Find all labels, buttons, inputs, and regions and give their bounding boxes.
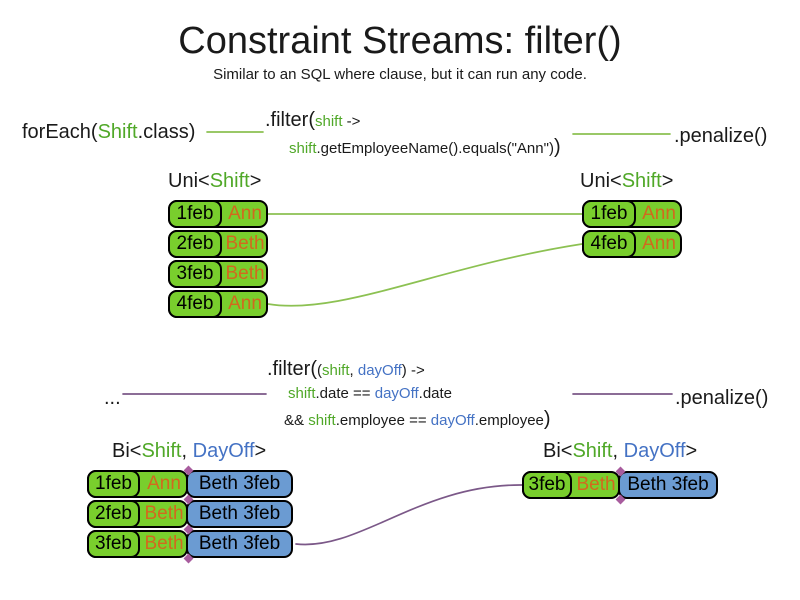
dayoff-cell: Beth 3feb — [186, 500, 293, 528]
bi-left-pre: Bi< — [112, 440, 142, 462]
shift-employee: Ann — [642, 233, 676, 254]
filter2-condition1: shift.date == dayOff.date — [288, 385, 452, 403]
uni-left-post: > — [249, 170, 262, 192]
filter2-comma: , — [349, 362, 358, 379]
page-subtitle: Similar to an SQL where clause, but it c… — [213, 66, 587, 83]
cond2-dayoff: dayOff — [430, 412, 475, 429]
shift-date: 1feb — [582, 200, 636, 228]
shift-date: 2feb — [87, 500, 140, 528]
dayoff-cell: Beth 3feb — [186, 530, 293, 558]
match-line-4feb — [267, 243, 583, 307]
shift-employee: Ann — [147, 473, 181, 494]
uni-left-type: Shift — [209, 170, 250, 192]
filter2-param1: shift — [322, 362, 350, 379]
shift-employee: Beth — [144, 533, 184, 554]
cond1-op: .date == — [315, 385, 375, 402]
shift-row: 2feb Beth — [168, 230, 268, 258]
cond2-close-paren: ) — [543, 408, 551, 430]
bi-left-shift: Shift — [141, 440, 182, 462]
shift-employee: Beth — [225, 263, 265, 284]
foreach-pre: forEach( — [22, 121, 98, 143]
bi-left-dayoff: DayOff — [192, 440, 255, 462]
shift-row: 3feb Beth — [168, 260, 268, 288]
shift-row: 4feb Ann — [168, 290, 268, 318]
foreach-class: Shift — [97, 121, 138, 143]
filter1-body-param: shift — [289, 140, 317, 157]
filter1-method: .filter( — [265, 109, 315, 131]
bi-shift-cell: 1feb Ann — [87, 470, 188, 498]
filter2-open-paren: ( — [317, 362, 322, 379]
shift-employee: Ann — [228, 203, 262, 224]
shift-date: 1feb — [87, 470, 140, 498]
filter1-close-paren: ) — [553, 136, 561, 158]
penalize1-code: .penalize() — [674, 125, 768, 147]
filter2-signature: .filter((shift, dayOff) -> — [267, 357, 425, 383]
shift-date: 1feb — [168, 200, 222, 228]
foreach-post: .class) — [137, 121, 196, 143]
bi-row: 1feb Ann Beth 3feb — [87, 470, 293, 498]
dayoff-cell: Beth 3feb — [618, 471, 718, 499]
filter1-signature: .filter(shift -> — [265, 108, 360, 134]
filter1-param: shift — [315, 113, 343, 130]
ellipsis-code: ... — [104, 387, 121, 409]
uni-right-pre: Uni< — [580, 170, 622, 192]
shift-row: 1feb Ann — [168, 200, 268, 228]
bi-left-comma: , — [181, 440, 193, 462]
cond2-member: .employee — [474, 412, 544, 429]
shift-date: 3feb — [87, 530, 140, 558]
cond2-shift: shift — [308, 412, 336, 429]
bi-left-post: > — [254, 440, 267, 462]
filter2-param2: dayOff — [357, 362, 402, 379]
filter2-method: .filter( — [267, 358, 317, 380]
shift-date: 4feb — [582, 230, 636, 258]
shift-employee: Ann — [228, 293, 262, 314]
shift-row: 1feb Ann — [582, 200, 682, 228]
bi-row: 2feb Beth Beth 3feb — [87, 500, 293, 528]
filter2-arrow: -> — [406, 362, 425, 379]
shift-row: 4feb Ann — [582, 230, 682, 258]
filter2-close-paren: ) — [401, 362, 407, 379]
bi-shift-cell: 3feb Beth — [522, 471, 620, 499]
match-line-3feb-bi — [295, 484, 523, 546]
filter1-body-expr: .getEmployeeName().equals("Ann") — [316, 140, 554, 157]
bi-right-post: > — [685, 440, 698, 462]
uni-right-type: Shift — [621, 170, 662, 192]
uni-label-right: Uni<Shift> — [580, 169, 673, 193]
bi-right-pre: Bi< — [543, 440, 573, 462]
shift-employee: Beth — [144, 503, 184, 524]
bi-right-dayoff: DayOff — [623, 440, 686, 462]
penalize2-code: .penalize() — [675, 387, 769, 409]
cond2-op: .employee == — [335, 412, 431, 429]
cond1-shift: shift — [288, 385, 316, 402]
foreach-code: forEach(Shift.class) — [22, 120, 195, 144]
bi-right-shift: Shift — [572, 440, 613, 462]
bi-right-comma: , — [612, 440, 624, 462]
bi-label-right: Bi<Shift, DayOff> — [543, 439, 697, 463]
shift-date: 3feb — [168, 260, 222, 288]
filter1-body: shift.getEmployeeName().equals("Ann")) — [289, 136, 561, 158]
bi-label-left: Bi<Shift, DayOff> — [112, 439, 266, 463]
bi-shift-cell: 2feb Beth — [87, 500, 188, 528]
shift-date: 3feb — [522, 471, 572, 499]
filter1-arrow: -> — [342, 113, 361, 130]
cond2-and: && — [284, 412, 309, 429]
uni-label-left: Uni<Shift> — [168, 169, 261, 193]
bi-row: 3feb Beth Beth 3feb — [87, 530, 293, 558]
bi-row: 3feb Beth Beth 3feb — [522, 471, 718, 499]
bi-shift-cell: 3feb Beth — [87, 530, 188, 558]
dayoff-cell: Beth 3feb — [186, 470, 293, 498]
shift-employee: Beth — [225, 233, 265, 254]
shift-date: 2feb — [168, 230, 222, 258]
page-title: Constraint Streams: filter() — [178, 20, 622, 62]
uni-right-post: > — [661, 170, 674, 192]
cond1-dayoff: dayOff — [374, 385, 419, 402]
cond1-member: .date — [418, 385, 453, 402]
shift-employee: Ann — [642, 203, 676, 224]
filter2-condition2: && shift.employee == dayOff.employee) — [284, 408, 551, 430]
uni-left-pre: Uni< — [168, 170, 210, 192]
shift-date: 4feb — [168, 290, 222, 318]
shift-employee: Beth — [576, 474, 616, 495]
